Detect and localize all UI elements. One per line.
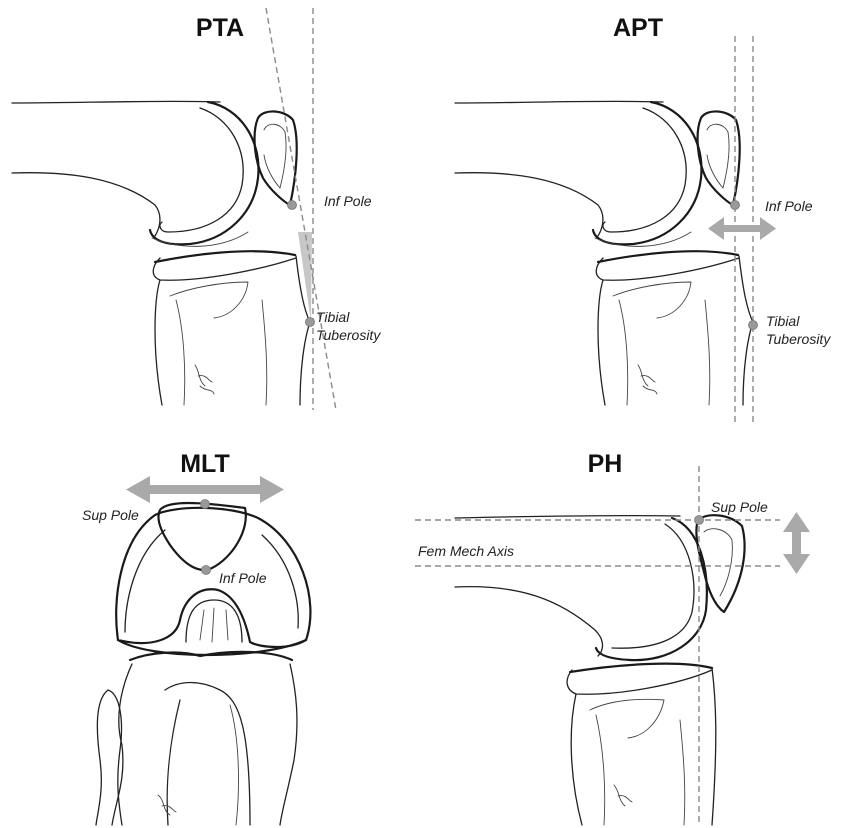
apt-label-tuberosity: Tuberosity (766, 331, 831, 347)
pta-knee-drawing (12, 101, 310, 405)
apt-inf-pole-point (731, 201, 740, 210)
panel-title-apt: APT (613, 14, 663, 42)
panel-mlt: MLT (82, 450, 310, 825)
pta-patellar-tendon-line (266, 8, 336, 410)
panel-title-pta: PTA (196, 14, 244, 42)
mlt-double-arrow (126, 476, 284, 503)
pta-label-inf-pole: Inf Pole (324, 193, 372, 209)
ph-sup-pole-point (695, 516, 704, 525)
panel-apt: APT Inf Pole Tibial Tuberosity (455, 14, 831, 424)
panel-ph: PH Sup Pole Fem Mech Axis (415, 450, 810, 825)
mlt-label-inf-pole: Inf Pole (219, 570, 267, 586)
mlt-inf-pole-point (202, 566, 211, 575)
pta-inf-pole-point (288, 201, 297, 210)
ph-label-fem-mech-axis: Fem Mech Axis (418, 543, 514, 559)
pta-tibial-tuberosity-point (306, 318, 315, 327)
ph-double-arrow (783, 512, 810, 574)
ph-label-sup-pole: Sup Pole (711, 499, 768, 515)
ph-knee-drawing (455, 515, 745, 825)
pta-label-tuberosity: Tuberosity (316, 327, 381, 343)
mlt-knee-drawing (96, 503, 310, 825)
mlt-label-sup-pole: Sup Pole (82, 507, 139, 523)
pta-label-tibial: Tibial (316, 309, 350, 325)
apt-label-inf-pole: Inf Pole (765, 198, 813, 214)
apt-label-tibial: Tibial (766, 313, 800, 329)
panel-pta: PTA Inf Pole Tibial Tuberosity (12, 8, 381, 410)
apt-tibial-tuberosity-point (749, 321, 758, 330)
panel-title-mlt: MLT (180, 450, 230, 478)
apt-double-arrow (708, 217, 776, 240)
panel-title-ph: PH (588, 450, 623, 478)
apt-knee-drawing (455, 101, 753, 405)
mlt-sup-pole-point (201, 500, 210, 509)
